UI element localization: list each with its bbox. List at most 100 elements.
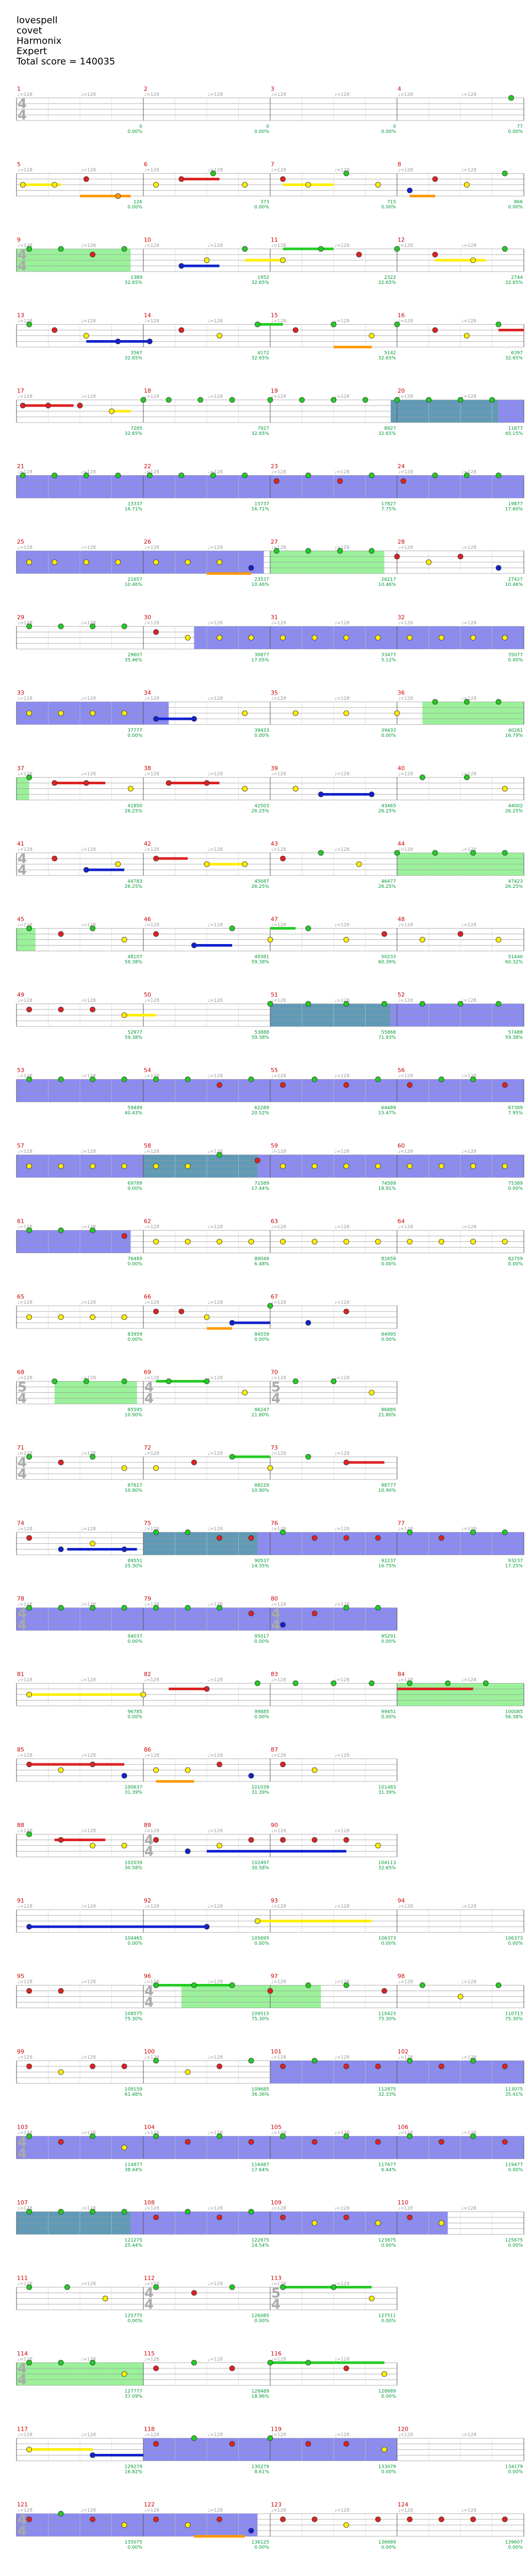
tempo-marker: ♩=128	[335, 998, 350, 1003]
note-red	[178, 176, 185, 182]
note-red	[343, 1459, 349, 1466]
note-green	[140, 397, 146, 403]
measure-number: 122	[144, 2501, 155, 2508]
tempo-marker: ♩=128	[271, 772, 286, 777]
tempo-marker: ♩=128	[81, 1980, 96, 1985]
measure-score: 85595	[127, 1408, 142, 1413]
measure-score: 121275	[125, 2238, 142, 2243]
measure-score: 129279	[125, 2465, 143, 2470]
measure-percent: 0.00%	[381, 1262, 396, 1267]
tempo-marker: ♩=128	[461, 394, 476, 399]
note-green	[26, 1831, 32, 1837]
sustain-blue	[67, 1548, 137, 1551]
tempo-marker: ♩=128	[208, 1225, 223, 1230]
tempo-marker: ♩=128	[271, 1225, 286, 1230]
tempo-marker: ♩=128	[144, 1602, 159, 1607]
tempo-marker: ♩=128	[208, 2206, 223, 2211]
measure-number: 90	[271, 1822, 278, 1829]
measure-number: 118	[144, 2426, 155, 2433]
time-signature-bottom: 4	[18, 2523, 27, 2539]
note-green	[90, 1076, 96, 1082]
measure-percent: 31.39%	[378, 1790, 397, 1795]
measure-score: 119477	[505, 2163, 523, 2168]
note-yellow	[83, 559, 89, 565]
tempo-marker: ♩=128	[271, 621, 286, 626]
note-yellow	[20, 182, 26, 188]
tempo-marker: ♩=128	[271, 394, 286, 399]
note-yellow	[121, 1012, 127, 1018]
tempo-marker: ♩=128	[144, 545, 159, 550]
measure-score: 35077	[508, 653, 523, 658]
note-green	[445, 1680, 451, 1686]
measure-number: 47	[271, 916, 278, 923]
note-green	[394, 246, 400, 252]
measure-number: 16	[398, 312, 405, 319]
note-green	[217, 1152, 223, 1158]
sustain-blue	[232, 1321, 270, 1324]
note-red	[153, 1308, 159, 1315]
measure-score: 88777	[381, 1483, 396, 1488]
note-red	[267, 1988, 273, 1994]
note-yellow	[90, 1541, 96, 1546]
time-signature-top: 4	[144, 1833, 154, 1848]
measure-score: 21657	[127, 577, 142, 582]
note-green	[58, 246, 64, 252]
measure-percent: 75.30%	[125, 2017, 143, 2022]
measure-percent: 0.00%	[127, 733, 142, 738]
measure-score: 6397	[511, 351, 523, 356]
measure-score: 715	[387, 200, 396, 205]
measure-number: 31	[271, 614, 278, 621]
tempo-marker: ♩=128	[208, 1829, 223, 1834]
measure-score: 80049	[254, 1257, 269, 1262]
tempo-marker: ♩=128	[335, 1678, 350, 1683]
time-signature-top: 4	[144, 1380, 154, 1395]
measure-score: 95291	[381, 1634, 396, 1639]
note-red	[375, 1535, 381, 1541]
note-green	[26, 2133, 32, 2139]
tempo-marker: ♩=128	[18, 998, 32, 1003]
measure-percent: 32.65%	[125, 356, 143, 361]
note-blue	[229, 1320, 235, 1326]
measure-score: 1389	[130, 275, 142, 280]
tempo-marker: ♩=128	[144, 772, 159, 777]
measure-percent: 0.00%	[381, 2243, 396, 2248]
tempo-marker: ♩=128	[208, 1300, 223, 1305]
measure-number: 5	[17, 161, 21, 168]
measure-number: 99	[17, 2048, 24, 2055]
measure-number: 88	[17, 1822, 24, 1829]
tempo-marker: ♩=128	[271, 923, 286, 928]
tempo-marker: ♩=128	[81, 1451, 96, 1456]
tempo-marker: ♩=128	[144, 1074, 159, 1079]
note-green	[217, 1605, 223, 1611]
note-red	[217, 2214, 223, 2220]
note-red	[502, 2139, 508, 2145]
measure-score: 11877	[508, 426, 523, 431]
tempo-marker: ♩=128	[335, 168, 350, 173]
measure-score: 100637	[125, 1785, 142, 1790]
measure-score: 123875	[378, 2238, 396, 2243]
tempo-marker: ♩=128	[81, 923, 96, 928]
note-green	[305, 2360, 311, 2366]
measure-score: 89551	[127, 1559, 142, 1564]
measure-percent: 16.79%	[505, 733, 523, 738]
tempo-marker: ♩=128	[81, 168, 96, 173]
note-red	[382, 1988, 387, 1994]
measure-number: 93	[271, 1897, 278, 1904]
note-green	[229, 2284, 235, 2290]
tempo-marker: ♩=128	[398, 92, 413, 97]
measure-score: 99885	[254, 1710, 269, 1715]
measure-number: 9	[17, 237, 21, 243]
note-yellow	[121, 937, 127, 942]
tempo-marker: ♩=128	[335, 2433, 350, 2438]
time-signature-top: 4	[18, 1606, 27, 1622]
measure-number: 8	[398, 161, 401, 168]
measure-percent: 30.58%	[125, 1866, 143, 1871]
tempo-marker: ♩=128	[335, 1376, 350, 1381]
note-yellow	[438, 635, 444, 641]
tempo-marker: ♩=128	[81, 394, 96, 399]
note-yellow	[311, 1163, 318, 1169]
note-red	[20, 402, 26, 409]
measure-percent: 32.65%	[378, 356, 397, 361]
measure-score: 90537	[254, 1559, 269, 1564]
tempo-marker: ♩=128	[208, 1980, 223, 1985]
